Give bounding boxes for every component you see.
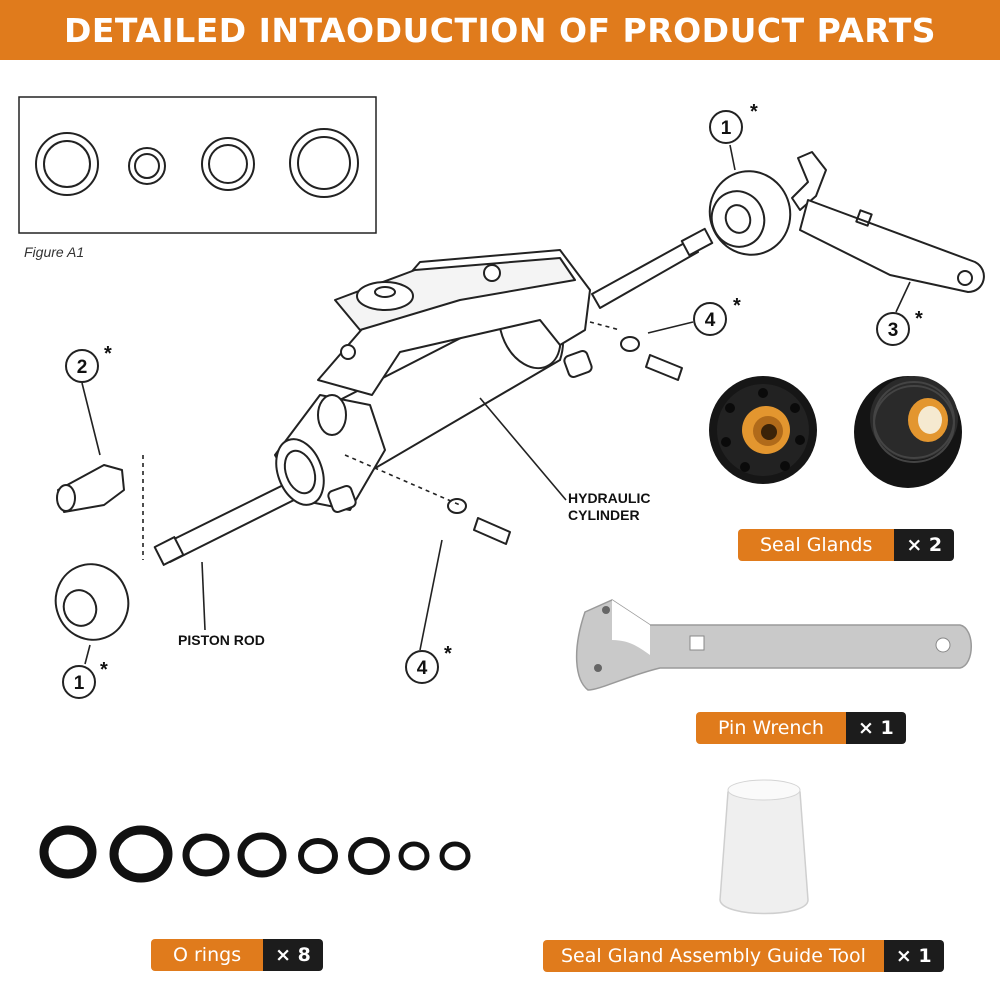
- svg-text:*: *: [915, 308, 923, 330]
- svg-text:*: *: [444, 643, 452, 665]
- tag-name: O rings: [151, 939, 264, 971]
- callout-4-right: 4 *: [693, 295, 741, 336]
- svg-text:3: 3: [888, 320, 899, 341]
- hydraulic-label-line1: HYDRAULIC: [568, 490, 650, 506]
- callout-1-top: 1 *: [709, 101, 758, 144]
- svg-text:4: 4: [705, 310, 716, 331]
- figure-a1-box: [18, 96, 377, 234]
- hydraulic-cylinder-drawing: [54, 151, 985, 641]
- callout-3: 3 *: [876, 308, 923, 346]
- svg-text:*: *: [750, 101, 758, 123]
- tag-name: Seal Glands: [738, 529, 895, 561]
- tag-qty: × 1: [845, 712, 906, 744]
- callout-1-bottom: 1 *: [62, 659, 108, 699]
- seal-gland-front-image: [709, 376, 817, 484]
- svg-text:*: *: [733, 295, 741, 317]
- hydraulic-label-line2: CYLINDER: [568, 507, 640, 523]
- seal-gland-threaded-image: [854, 376, 962, 488]
- tag-guide-tool: Seal Gland Assembly Guide Tool × 1: [543, 940, 944, 972]
- tag-qty: × 2: [894, 529, 955, 561]
- page-title: DETAILED INTAODUCTION OF PRODUCT PARTS: [0, 0, 1000, 60]
- tag-name: Seal Gland Assembly Guide Tool: [543, 940, 884, 972]
- tag-o-rings: O rings × 8: [151, 939, 323, 971]
- tag-qty: × 8: [263, 939, 323, 971]
- svg-text:2: 2: [77, 357, 88, 378]
- tag-seal-glands: Seal Glands × 2: [738, 529, 955, 561]
- svg-text:1: 1: [74, 673, 85, 694]
- figure-label: Figure A1: [24, 244, 85, 260]
- svg-text:*: *: [104, 343, 112, 365]
- callout-4-bottom: 4 *: [405, 643, 452, 684]
- o-rings-image: [39, 825, 471, 883]
- piston-rod-label: PISTON ROD: [178, 632, 265, 648]
- leader-lines: [81, 144, 911, 665]
- tag-qty: × 1: [883, 940, 944, 972]
- tag-pin-wrench: Pin Wrench × 1: [696, 712, 906, 744]
- svg-text:4: 4: [417, 658, 428, 679]
- pin-wrench-image: [575, 599, 972, 691]
- guide-tool-image: [719, 779, 809, 915]
- tag-name: Pin Wrench: [696, 712, 846, 744]
- svg-text:*: *: [100, 659, 108, 681]
- svg-text:1: 1: [721, 118, 732, 139]
- callout-2: 2 *: [65, 343, 112, 383]
